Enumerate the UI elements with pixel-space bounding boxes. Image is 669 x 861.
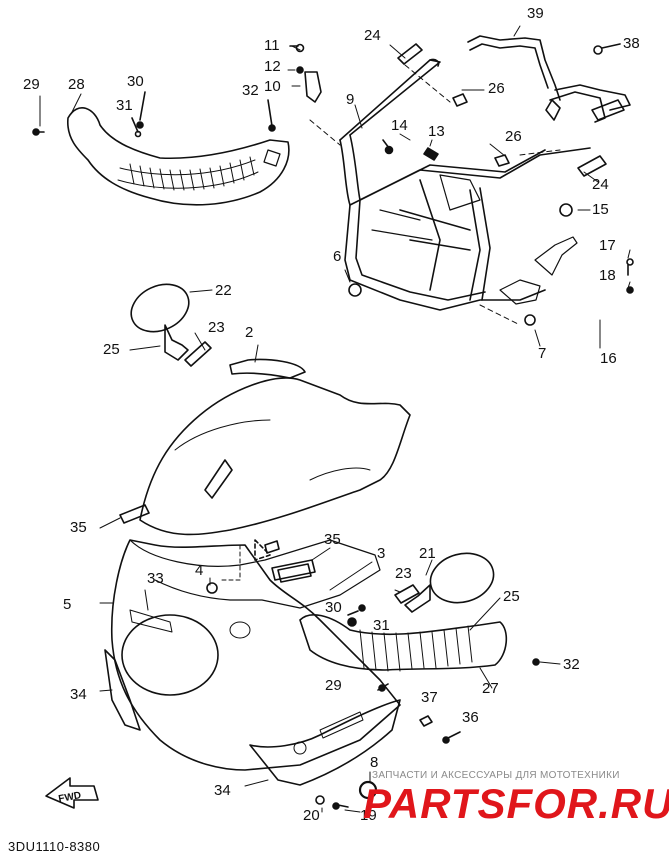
callout-14: 14 — [391, 117, 408, 134]
callout-19: 19 — [360, 807, 377, 824]
callout-30: 30 — [325, 599, 342, 616]
callout-24: 24 — [592, 176, 609, 193]
callout-2: 2 — [245, 324, 254, 341]
callout-25: 25 — [103, 341, 120, 358]
callout-4: 4 — [195, 562, 204, 579]
callout-32: 32 — [563, 656, 580, 673]
watermark-tagline: ЗАПЧАСТИ И АКСЕССУАРЫ ДЛЯ МОТОТЕХНИКИ — [372, 770, 620, 781]
callout-38: 38 — [623, 35, 640, 52]
callout-39: 39 — [527, 5, 544, 22]
callout-10: 10 — [264, 78, 281, 95]
callout-29: 29 — [325, 677, 342, 694]
right-air-duct — [299, 614, 508, 672]
watermark-logo: PARTSFOR.RU — [363, 780, 669, 827]
callout-18: 18 — [599, 267, 616, 284]
callout-11: 11 — [264, 37, 280, 54]
callout-34: 34 — [70, 686, 87, 703]
callout-34: 34 — [214, 782, 231, 799]
bolt-icon — [32, 128, 40, 136]
callout-36: 36 — [462, 709, 479, 726]
callout-17: 17 — [599, 237, 616, 254]
upper-cowling — [104, 539, 401, 786]
callout-35: 35 — [324, 531, 341, 548]
callout-7: 7 — [538, 345, 547, 362]
callout-27: 27 — [482, 680, 499, 697]
callout-20: 20 — [303, 807, 320, 824]
callout-30: 30 — [127, 73, 144, 90]
callout-26: 26 — [488, 80, 505, 97]
callout-23: 23 — [208, 319, 225, 336]
callout-35: 35 — [70, 519, 87, 536]
callout-5: 5 — [63, 596, 72, 613]
callout-26: 26 — [505, 128, 522, 145]
callout-33: 33 — [147, 570, 164, 587]
callout-21: 21 — [419, 545, 436, 562]
callout-22: 22 — [215, 282, 232, 299]
callout-16: 16 — [600, 350, 617, 367]
callout-37: 37 — [421, 689, 438, 706]
fwd-direction-arrow-icon: FWD — [45, 777, 99, 809]
callout-24: 24 — [364, 27, 381, 44]
callout-3: 3 — [377, 545, 386, 562]
callout-12: 12 — [264, 58, 281, 75]
callout-25: 25 — [503, 588, 520, 605]
fairing-stay-frame — [339, 58, 591, 311]
left-mirror — [130, 283, 190, 361]
callout-15: 15 — [592, 201, 609, 218]
callout-9: 9 — [346, 91, 355, 108]
callout-32: 32 — [242, 82, 259, 99]
left-air-duct — [67, 107, 290, 206]
callout-28: 28 — [68, 76, 85, 93]
upper-stay-bracket — [467, 35, 631, 123]
fwd-label: FWD — [58, 790, 82, 805]
callout-29: 29 — [23, 76, 40, 93]
callout-6: 6 — [333, 248, 342, 265]
right-mirror — [404, 552, 495, 613]
callout-13: 13 — [428, 123, 445, 140]
callout-23: 23 — [395, 565, 412, 582]
windscreen — [139, 358, 411, 536]
callout-8: 8 — [370, 754, 379, 771]
diagram-code: 3DU1110-8380 — [8, 839, 101, 854]
callout-31: 31 — [116, 97, 133, 114]
callout-31: 31 — [373, 617, 390, 634]
